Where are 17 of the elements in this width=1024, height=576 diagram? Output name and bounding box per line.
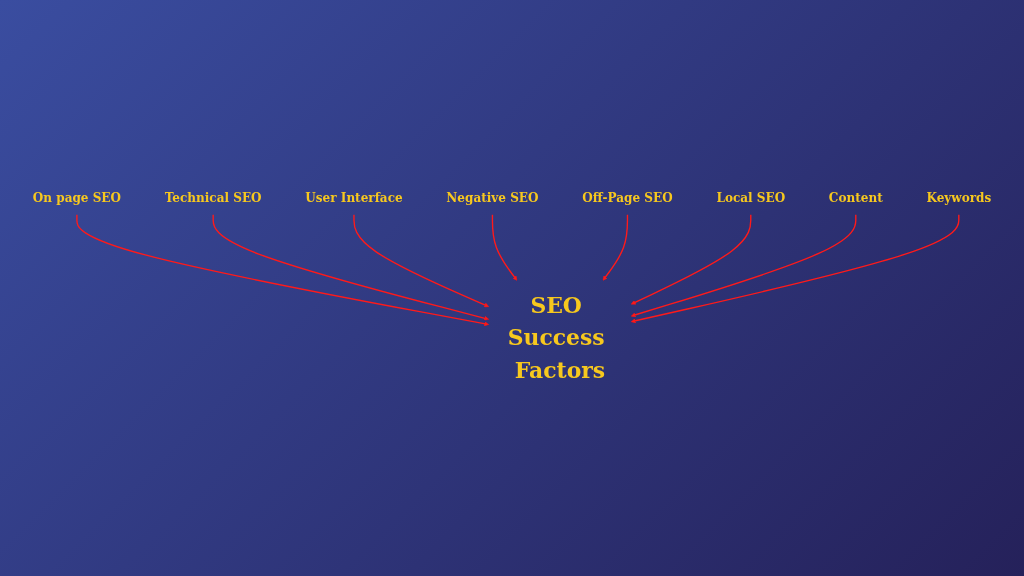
arrow — [630, 214, 752, 305]
arrow — [602, 214, 629, 281]
node-text: On page SEO — [32, 190, 122, 205]
node-text: Negative SEO — [446, 190, 539, 205]
arrow — [76, 214, 490, 327]
node-text: SEO Success Factors — [507, 292, 606, 384]
node-text: Content — [828, 190, 883, 205]
arrow — [353, 214, 490, 308]
arrow — [630, 214, 960, 324]
node-text: Technical SEO — [164, 190, 262, 205]
node-text: User Interface — [305, 190, 403, 205]
node-text: Keywords — [926, 190, 992, 205]
node-text: Local SEO — [716, 190, 786, 205]
node-text: Off-Page SEO — [582, 190, 673, 205]
arrow — [212, 214, 490, 321]
arrow — [491, 214, 518, 281]
arrow — [630, 214, 857, 318]
